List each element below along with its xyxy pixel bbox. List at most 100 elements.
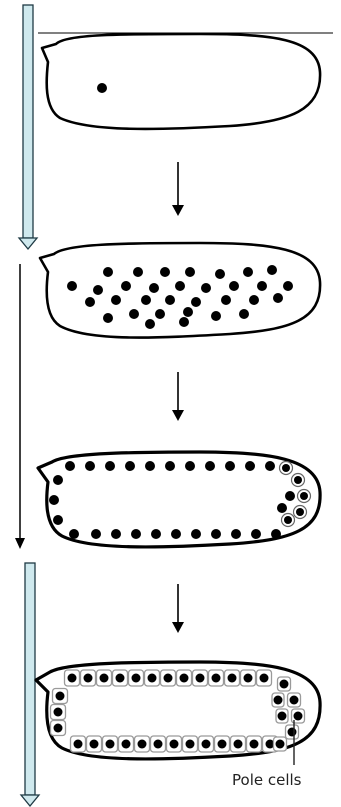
nucleus xyxy=(103,313,113,323)
nucleus xyxy=(205,461,215,471)
down-arrow-2 xyxy=(172,372,184,421)
nucleus xyxy=(170,740,179,749)
nucleus xyxy=(151,529,161,539)
nucleus xyxy=(129,309,139,319)
nucleus xyxy=(105,461,115,471)
nucleus xyxy=(116,674,125,683)
nucleus xyxy=(179,317,189,327)
nucleus xyxy=(165,295,175,305)
nucleus xyxy=(225,461,235,471)
nucleus xyxy=(267,265,277,275)
nucleus xyxy=(138,740,147,749)
nucleus xyxy=(180,674,189,683)
nucleus xyxy=(283,281,293,291)
nucleus xyxy=(257,281,267,291)
nucleus xyxy=(228,674,237,683)
nucleus xyxy=(131,529,141,539)
embryo-stage-1 xyxy=(42,34,320,129)
nucleus xyxy=(215,269,225,279)
nucleus xyxy=(202,740,211,749)
nucleus xyxy=(56,692,65,701)
nucleus xyxy=(125,461,135,471)
nucleus xyxy=(84,674,93,683)
nucleus xyxy=(201,283,211,293)
pole-cell-nucleus xyxy=(282,464,290,472)
embryo-stage-4 xyxy=(36,662,320,759)
nucleus xyxy=(211,311,221,321)
nucleus xyxy=(239,309,249,319)
nucleus xyxy=(93,285,103,295)
nucleus xyxy=(145,461,155,471)
nucleus xyxy=(149,283,159,293)
nucleus xyxy=(74,740,83,749)
nucleus xyxy=(165,461,175,471)
nucleus xyxy=(288,728,297,737)
nucleus xyxy=(148,674,157,683)
nucleus xyxy=(54,708,63,717)
nucleus xyxy=(244,674,253,683)
nucleus xyxy=(111,529,121,539)
nucleus xyxy=(111,295,121,305)
nucleus xyxy=(106,740,115,749)
nucleus xyxy=(211,529,221,539)
nucleus xyxy=(185,461,195,471)
nucleus xyxy=(90,740,99,749)
nucleus xyxy=(234,740,243,749)
nucleus xyxy=(276,740,285,749)
side-arrow-1 xyxy=(19,5,37,249)
pole-cell-nucleus xyxy=(284,516,292,524)
nucleus xyxy=(196,674,205,683)
nucleus xyxy=(277,503,287,513)
nucleus xyxy=(221,295,231,305)
pole-cell-nucleus xyxy=(300,492,308,500)
nucleus xyxy=(103,267,113,277)
nucleus xyxy=(290,696,299,705)
nucleus xyxy=(260,674,269,683)
nucleus xyxy=(54,724,63,733)
embryo-stage-2 xyxy=(40,243,320,338)
nucleus xyxy=(171,529,181,539)
nucleus xyxy=(69,529,79,539)
nucleus xyxy=(278,712,287,721)
nucleus xyxy=(53,475,63,485)
pole-cell-nucleus xyxy=(294,476,302,484)
nucleus xyxy=(250,740,259,749)
nucleus xyxy=(100,674,109,683)
embryo-stage-3 xyxy=(38,452,320,547)
nucleus xyxy=(121,281,131,291)
nucleus xyxy=(183,307,193,317)
nucleus xyxy=(164,674,173,683)
nucleus xyxy=(212,674,221,683)
nucleus xyxy=(243,267,253,277)
nucleus xyxy=(229,281,239,291)
pole-cell-nucleus xyxy=(296,508,304,516)
nucleus xyxy=(133,267,143,277)
nucleus xyxy=(273,293,283,303)
side-arrow-2 xyxy=(15,264,25,549)
nucleus xyxy=(285,491,295,501)
nucleus xyxy=(251,529,261,539)
nucleus xyxy=(145,319,155,329)
nucleus xyxy=(245,461,255,471)
nucleus xyxy=(49,495,59,505)
side-arrow-3 xyxy=(21,563,39,806)
nucleus xyxy=(265,461,275,471)
nucleus xyxy=(132,674,141,683)
nucleus xyxy=(68,674,77,683)
nucleus xyxy=(91,529,101,539)
nucleus xyxy=(65,461,75,471)
down-arrow-1 xyxy=(172,162,184,216)
nucleus xyxy=(191,297,201,307)
nucleus xyxy=(141,295,151,305)
nucleus xyxy=(271,529,281,539)
nucleus xyxy=(249,295,259,305)
pole-cells-label: Pole cells xyxy=(232,771,302,789)
nucleus xyxy=(85,297,95,307)
nucleus xyxy=(122,740,131,749)
nucleus xyxy=(191,529,201,539)
nucleus xyxy=(154,740,163,749)
nucleus xyxy=(53,515,63,525)
nucleus xyxy=(67,281,77,291)
nucleus xyxy=(97,83,107,93)
